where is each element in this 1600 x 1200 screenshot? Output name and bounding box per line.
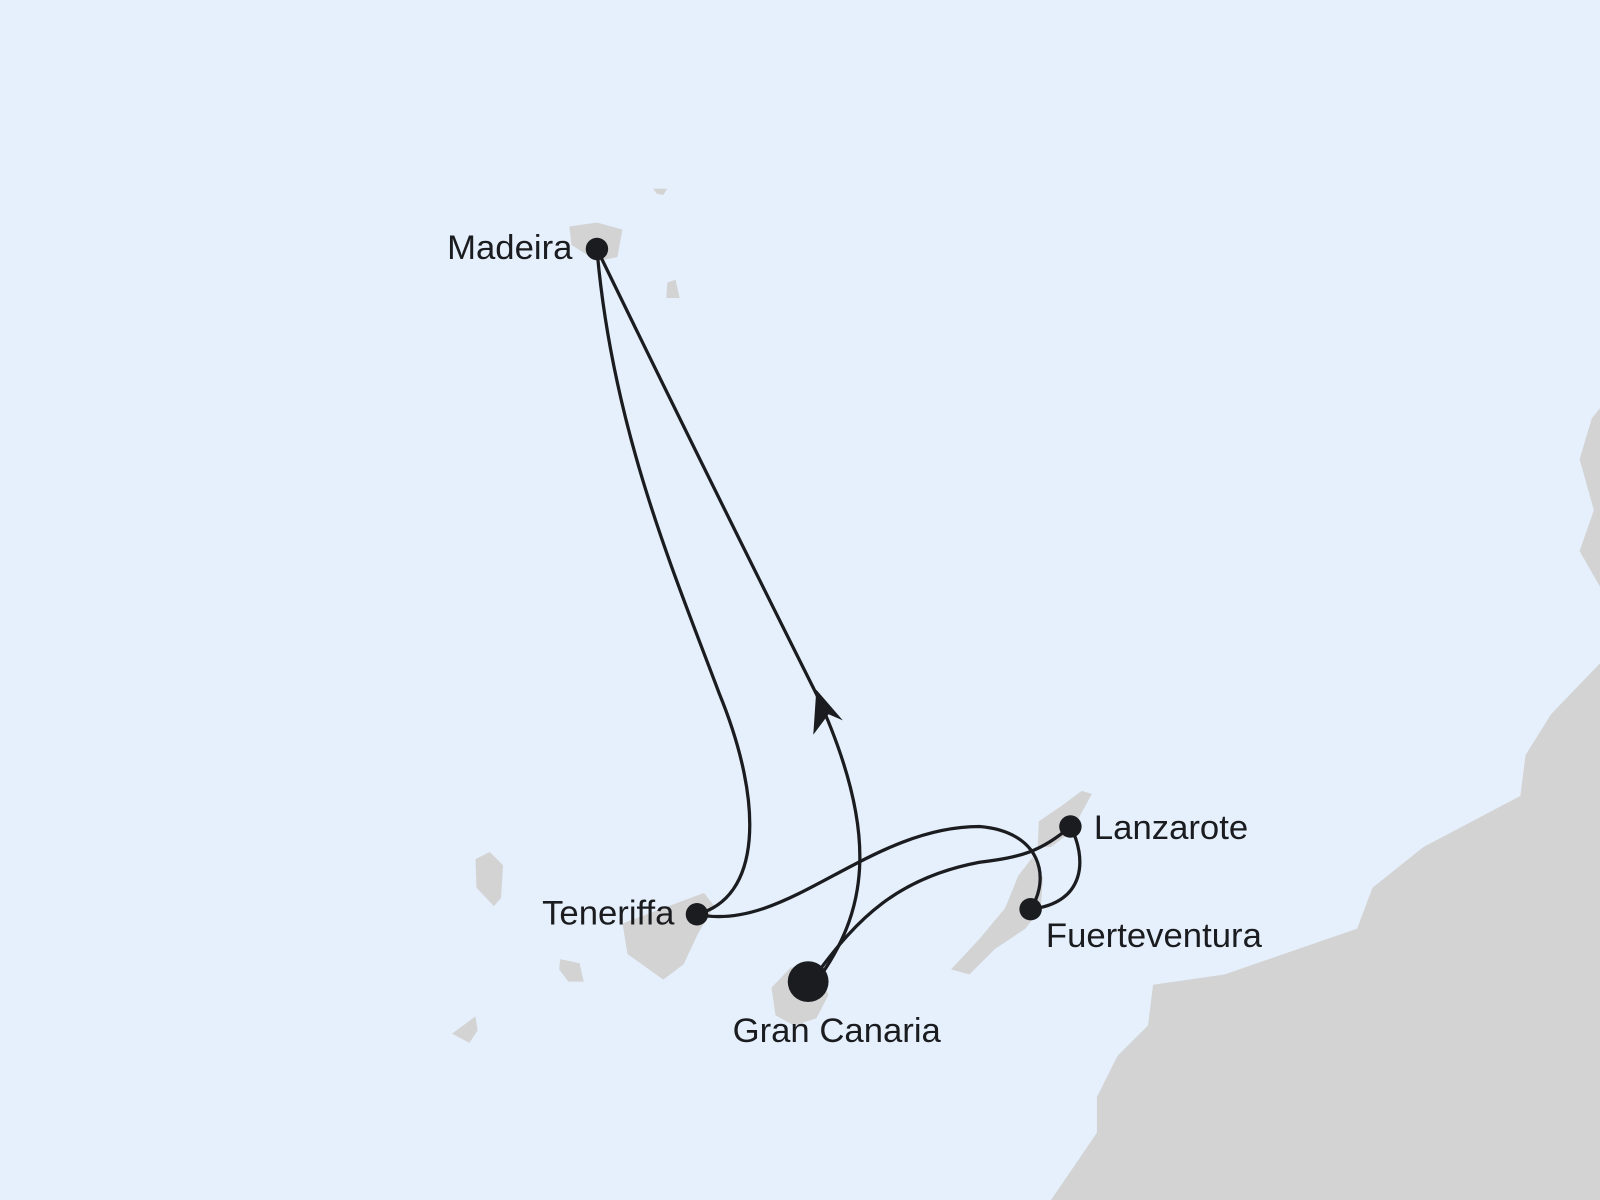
route-gran-canaria-to-madeira xyxy=(595,247,862,977)
island-porto-santo xyxy=(653,188,668,195)
route-lanzarote-to-gran-canaria xyxy=(814,824,1073,977)
island-fuerteventura xyxy=(951,857,1043,975)
island-desertas xyxy=(666,279,680,298)
land-africa xyxy=(1051,663,1600,1200)
land-africa-north xyxy=(1579,408,1600,587)
port-label-fuerteventura: Fuerteventura xyxy=(1046,917,1263,955)
island-la-gomera xyxy=(559,959,584,982)
port-label-gran-canaria: Gran Canaria xyxy=(733,1012,942,1050)
port-label-madeira: Madeira xyxy=(447,229,573,267)
route-teneriffa-to-fuerteventura xyxy=(695,824,1042,919)
island-el-hierro xyxy=(452,1016,478,1043)
port-marker-madeira[interactable] xyxy=(585,237,609,261)
direction-arrow-icon xyxy=(813,689,843,735)
port-label-teneriffa: Teneriffa xyxy=(542,894,675,932)
port-label-lanzarote: Lanzarote xyxy=(1094,809,1248,847)
port-marker-fuerteventura[interactable] xyxy=(1019,897,1042,921)
port-marker-lanzarote[interactable] xyxy=(1059,815,1082,838)
island-la-palma xyxy=(475,852,504,907)
route-madeira-to-teneriffa xyxy=(595,247,752,916)
route-fuerteventura-to-lanzarote xyxy=(1028,824,1082,911)
port-marker-teneriffa[interactable] xyxy=(685,903,709,926)
port-marker-gran-canaria[interactable] xyxy=(787,961,829,1003)
